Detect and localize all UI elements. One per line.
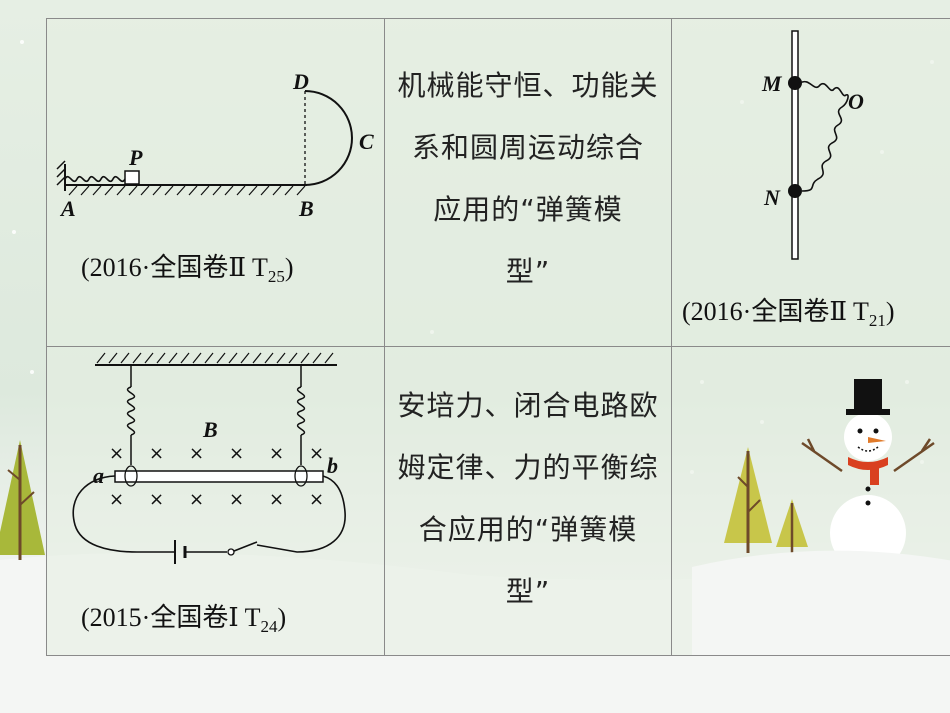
conductor-rod <box>114 470 324 483</box>
figure-cell-2016-t25: A P B D C (2016·全国卷Ⅱ T25) <box>46 18 385 347</box>
magnetic-circuit-diagram: × × × × × × × × × × × × B a b <box>72 352 346 564</box>
svg-text:×: × <box>149 443 164 464</box>
table-row: × × × × × × × × × × × × B a b (2015·全国卷Ⅰ T24) <box>46 346 950 656</box>
svg-text:×: × <box>269 489 284 510</box>
figure-caption: (2015·全国卷Ⅰ T24) <box>81 603 287 637</box>
label-c: C <box>359 129 374 154</box>
label-a: A <box>59 196 76 221</box>
label-b: b <box>327 453 338 478</box>
point-m <box>788 76 802 90</box>
figure-caption: (2016·全国卷Ⅱ T21) <box>682 297 895 331</box>
snowman-decoration <box>692 379 950 655</box>
svg-text:×: × <box>229 443 244 464</box>
svg-text:×: × <box>309 489 324 510</box>
figure-cell-2016-t21: M N O (2016·全国卷Ⅱ T21) <box>671 18 950 347</box>
label-d: D <box>292 69 309 94</box>
label-a: a <box>93 463 104 488</box>
description-text: 安培力、闭合电路欧 姆定律、力的平衡综 合应用的“弹簧模 型” <box>397 389 659 608</box>
hat-icon <box>854 379 882 411</box>
svg-text:×: × <box>189 489 204 510</box>
description-cell-1: 机械能守恒、功能关 系和圆周运动综合 应用的“弹簧模 型” <box>384 18 672 347</box>
magnetic-field-crosses: × × × × × × × × × × × × <box>109 443 324 510</box>
figure-cell-2015-t24: × × × × × × × × × × × × B a b (2015·全国卷Ⅰ T24) <box>46 346 385 656</box>
vertical-rod <box>791 30 799 260</box>
svg-text:×: × <box>109 443 124 464</box>
svg-text:×: × <box>149 489 164 510</box>
label-b: B <box>298 196 314 221</box>
tree-icon <box>0 440 45 560</box>
label-p: P <box>128 145 143 170</box>
point-n <box>788 184 802 198</box>
svg-text:×: × <box>229 489 244 510</box>
circuit-wire <box>72 475 346 553</box>
block-p <box>124 170 140 185</box>
svg-text:×: × <box>309 443 324 464</box>
label-m: M <box>761 71 783 96</box>
label-o: O <box>848 89 864 114</box>
svg-text:×: × <box>269 443 284 464</box>
label-n: N <box>763 185 781 210</box>
spring-icon <box>64 175 126 183</box>
spring-track-diagram: A P B D C <box>56 69 374 221</box>
svg-text:×: × <box>109 489 124 510</box>
description-text: 机械能守恒、功能关 系和圆周运动综合 应用的“弹簧模 型” <box>397 69 659 288</box>
description-cell-2: 安培力、闭合电路欧 姆定律、力的平衡综 合应用的“弹簧模 型” <box>384 346 672 656</box>
svg-text:×: × <box>189 443 204 464</box>
tree-icon <box>776 499 808 555</box>
spring-icon <box>799 80 849 192</box>
label-b-field: B <box>202 417 218 442</box>
spring-icon <box>126 386 136 436</box>
rod-spring-diagram: M N O <box>761 30 864 260</box>
comparison-table: A P B D C (2016·全国卷Ⅱ T25) 机械能守恒、功能关 系和圆周… <box>46 18 950 656</box>
figure-caption: (2016·全国卷Ⅱ T25) <box>81 253 294 287</box>
spring-icon <box>296 386 306 436</box>
snowman-cell <box>671 346 950 656</box>
switch-icon <box>233 541 258 552</box>
semicircle-track <box>304 90 353 186</box>
tree-icon <box>724 447 772 553</box>
table-row: A P B D C (2016·全国卷Ⅱ T25) 机械能守恒、功能关 系和圆周… <box>46 18 950 347</box>
